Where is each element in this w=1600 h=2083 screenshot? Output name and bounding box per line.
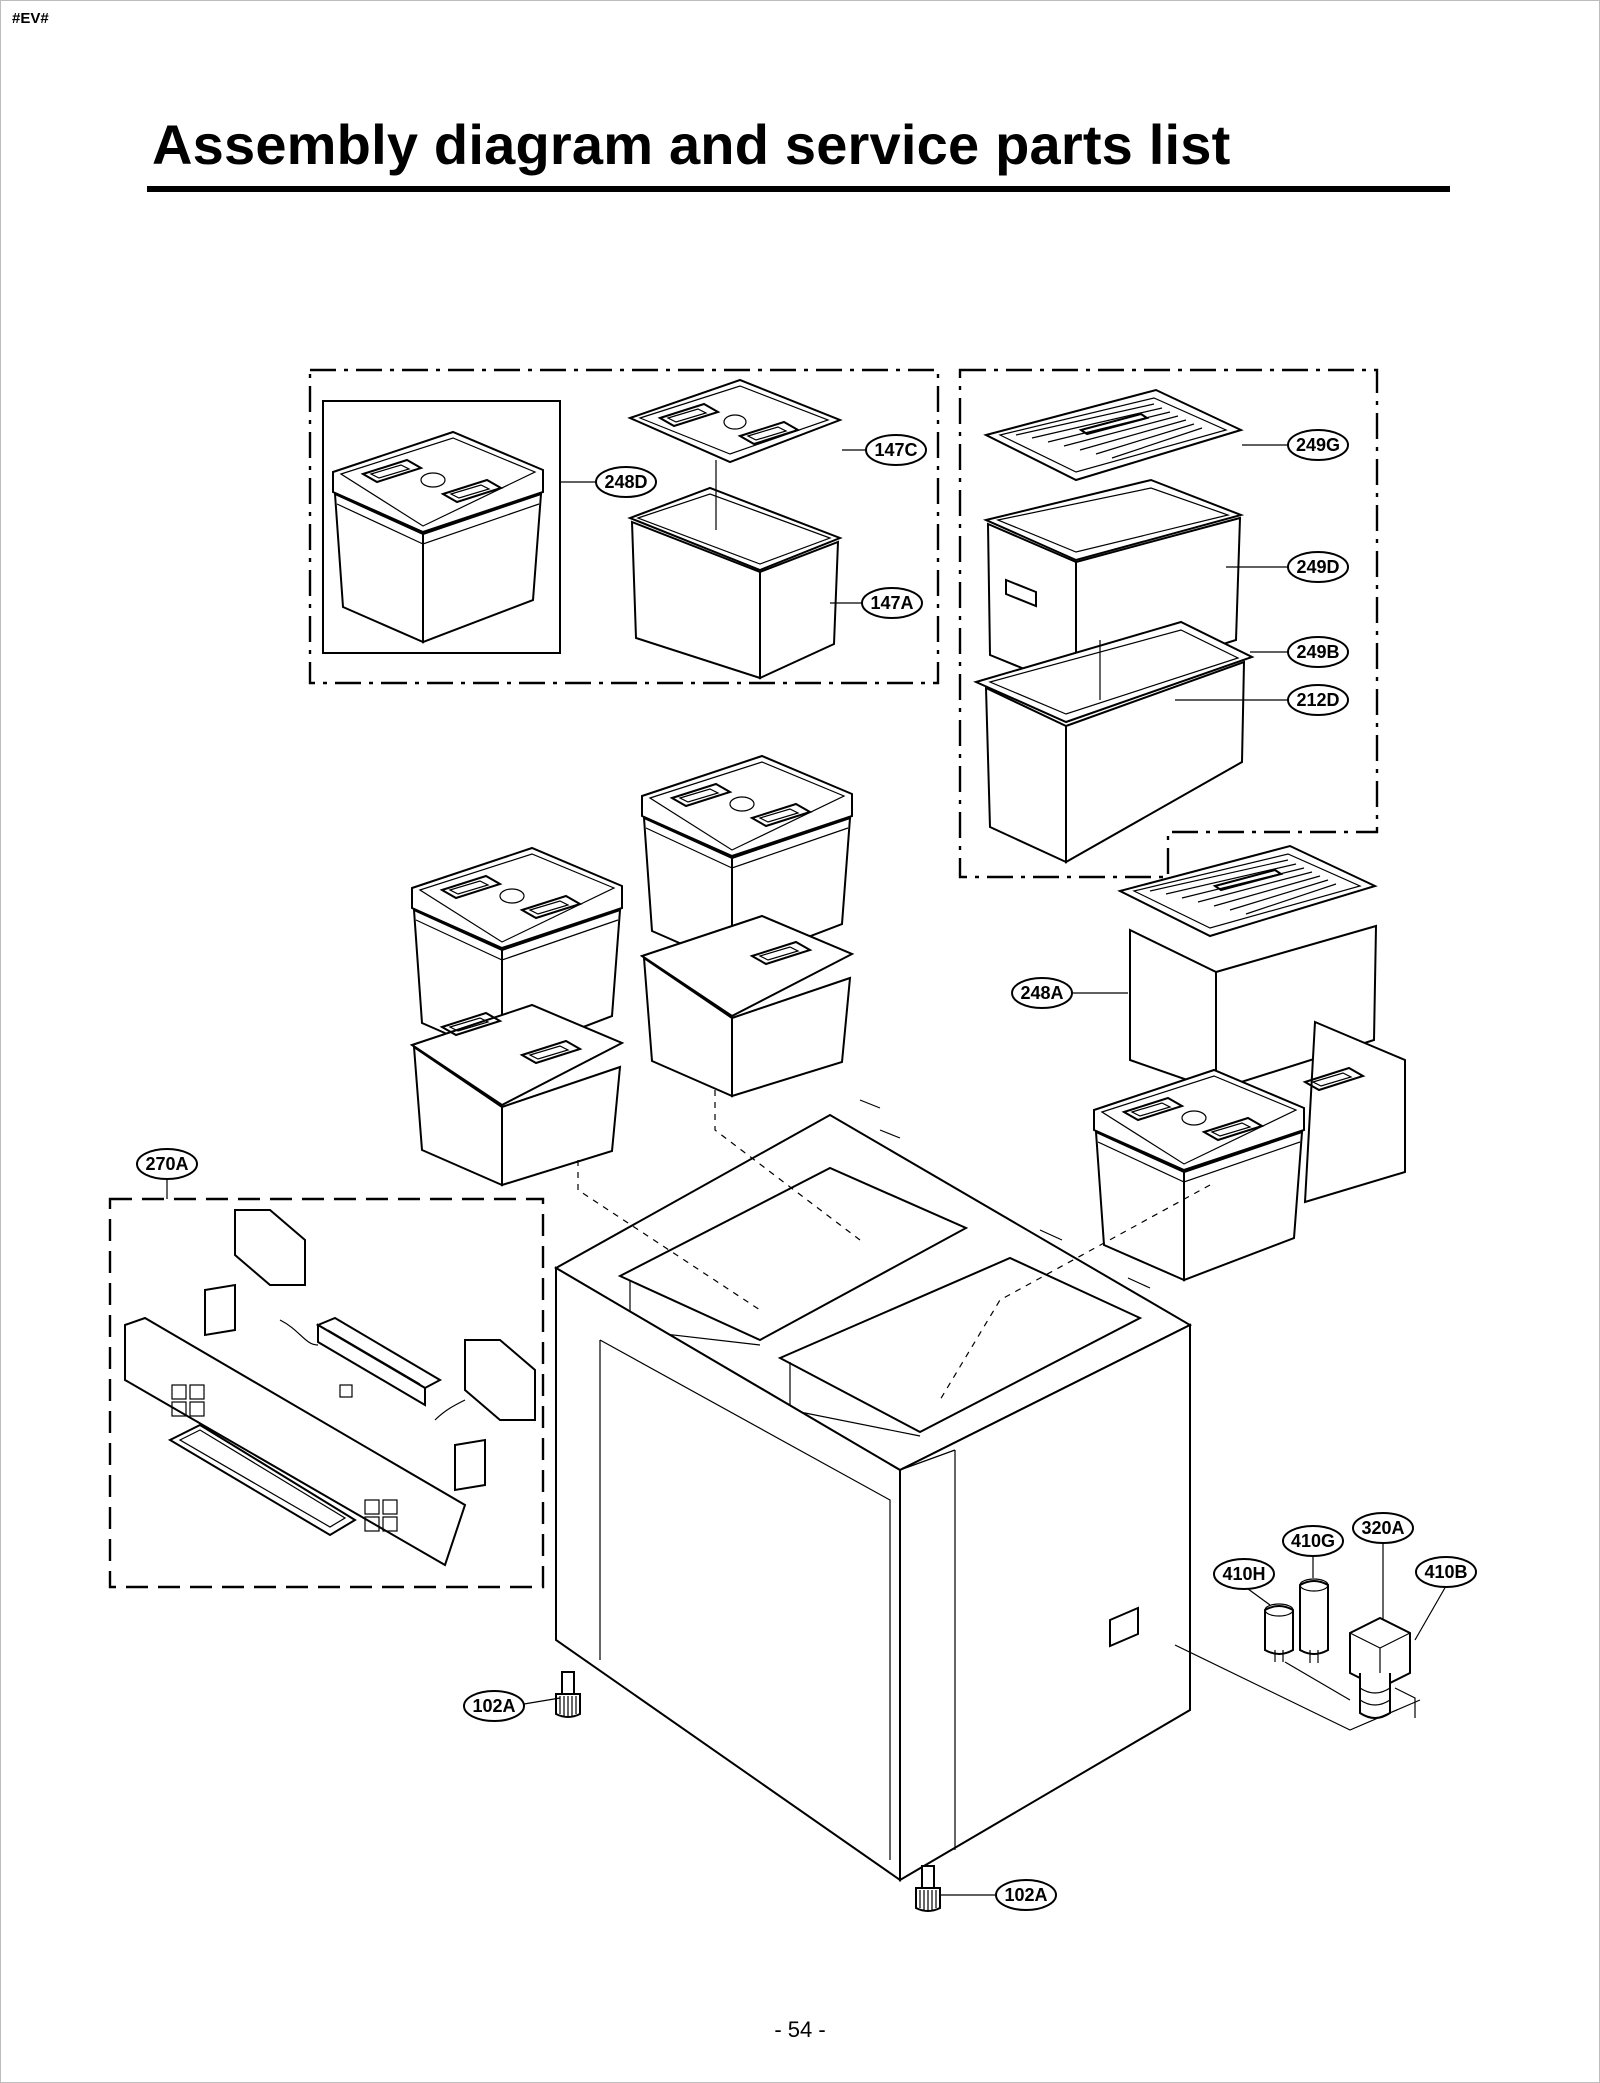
svg-text:248D: 248D bbox=[604, 472, 647, 492]
callout-102A-left: 102A bbox=[463, 1690, 525, 1722]
callout-248A: 248A bbox=[1011, 977, 1073, 1009]
callout-249D: 249D bbox=[1287, 551, 1349, 583]
svg-text:249G: 249G bbox=[1296, 435, 1340, 455]
group-box-top-right bbox=[958, 368, 1379, 879]
callout-249G: 249G bbox=[1287, 429, 1349, 461]
callout-248D: 248D bbox=[595, 466, 657, 498]
group-box-270A bbox=[108, 1197, 545, 1589]
leveling-foot-bottom bbox=[915, 1865, 941, 1912]
container-stack-mid-bottom bbox=[639, 914, 855, 1098]
relay-320A-410B bbox=[1349, 1616, 1416, 1719]
gridlid-249G bbox=[985, 389, 1242, 481]
svg-text:410B: 410B bbox=[1424, 1562, 1467, 1582]
container-stack-left-bottom bbox=[409, 1003, 625, 1187]
svg-text:248A: 248A bbox=[1020, 983, 1063, 1003]
bin-249B-212D bbox=[973, 620, 1255, 864]
cabinet-body bbox=[553, 1099, 1193, 1882]
gridlid-248A bbox=[1119, 845, 1376, 937]
container-right-back bbox=[1303, 1020, 1406, 1204]
callout-147C: 147C bbox=[865, 434, 927, 466]
svg-text:270A: 270A bbox=[145, 1154, 188, 1174]
callout-410H: 410H bbox=[1213, 1558, 1275, 1590]
capacitor-410G bbox=[1299, 1578, 1329, 1663]
callout-249B: 249B bbox=[1287, 636, 1349, 668]
callout-410B: 410B bbox=[1415, 1556, 1477, 1588]
lid-147C bbox=[627, 378, 843, 464]
container-right-front bbox=[1094, 1070, 1304, 1280]
svg-text:410H: 410H bbox=[1222, 1564, 1265, 1584]
svg-text:147A: 147A bbox=[870, 593, 913, 613]
control-panel-270A bbox=[124, 1209, 536, 1567]
svg-text:410G: 410G bbox=[1291, 1531, 1335, 1551]
leader-lines bbox=[166, 444, 1447, 1896]
group-box-top-left bbox=[308, 368, 940, 685]
callout-102A-bottom: 102A bbox=[995, 1879, 1057, 1911]
callout-410G: 410G bbox=[1282, 1525, 1344, 1557]
callout-270A: 270A bbox=[136, 1148, 198, 1180]
page-title: Assembly diagram and service parts list bbox=[152, 113, 1231, 176]
callout-320A: 320A bbox=[1352, 1512, 1414, 1544]
document-tag: #EV# bbox=[12, 10, 49, 27]
svg-text:249B: 249B bbox=[1296, 642, 1339, 662]
bin-147A bbox=[627, 486, 843, 680]
svg-text:102A: 102A bbox=[472, 1696, 515, 1716]
callout-147A: 147A bbox=[861, 587, 923, 619]
callout-212D: 212D bbox=[1287, 684, 1349, 716]
svg-text:102A: 102A bbox=[1004, 1885, 1047, 1905]
leveling-foot-left bbox=[555, 1671, 581, 1718]
title-rule bbox=[147, 186, 1450, 192]
svg-text:249D: 249D bbox=[1296, 557, 1339, 577]
page-number: - 54 - bbox=[774, 2017, 826, 2042]
svg-text:320A: 320A bbox=[1361, 1518, 1404, 1538]
container-248D bbox=[333, 432, 543, 642]
svg-text:212D: 212D bbox=[1296, 690, 1339, 710]
svg-text:147C: 147C bbox=[874, 440, 917, 460]
capacitor-410H bbox=[1264, 1603, 1294, 1662]
